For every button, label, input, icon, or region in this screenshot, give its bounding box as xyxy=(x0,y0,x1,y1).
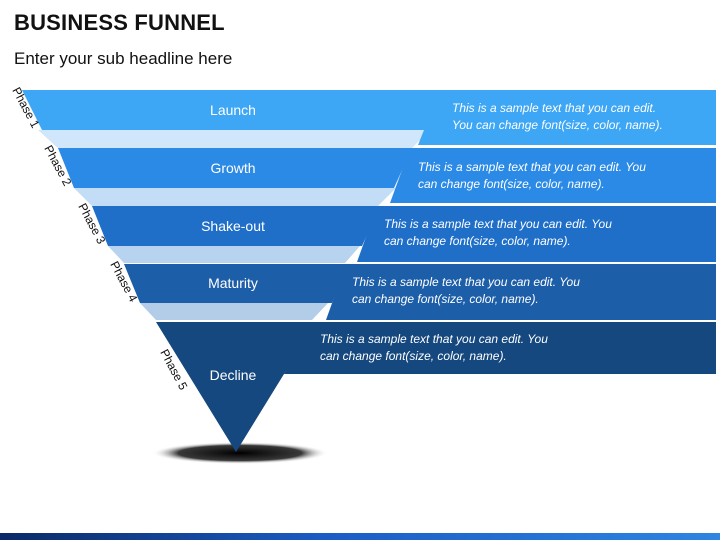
desc-panel xyxy=(390,148,716,203)
stage-label-launch: Launch xyxy=(210,102,256,118)
desc-panel xyxy=(357,206,716,262)
connector-3 xyxy=(108,246,360,263)
desc-bar-2: This is a sample text that you can edit.… xyxy=(390,148,716,203)
desc-panel xyxy=(284,322,716,374)
desc-bar-1: This is a sample text that you can edit.… xyxy=(418,90,716,145)
funnel-layer-growth xyxy=(58,148,412,188)
desc-bar-4: This is a sample text that you can edit.… xyxy=(326,264,716,320)
slide-title: BUSINESS FUNNEL xyxy=(14,10,225,35)
stage-label-decline: Decline xyxy=(210,367,257,383)
funnel-shadow xyxy=(152,442,328,464)
stage-label-maturity: Maturity xyxy=(208,275,258,291)
desc-line-2: can change font(size, color, name). xyxy=(352,292,539,306)
funnel-layer-decline xyxy=(156,322,316,452)
slide-subtitle: Enter your sub headline here xyxy=(14,49,233,68)
funnel-layer-shake-out xyxy=(92,206,380,246)
desc-line-1: This is a sample text that you can edit. xyxy=(452,101,656,115)
desc-line-2: can change font(size, color, name). xyxy=(384,234,571,248)
desc-panel xyxy=(418,90,716,145)
desc-line-2: can change font(size, color, name). xyxy=(320,349,507,363)
desc-line-1: This is a sample text that you can edit.… xyxy=(418,160,646,174)
funnel-layer-launch xyxy=(22,90,444,130)
desc-line-1: This is a sample text that you can edit.… xyxy=(384,217,612,231)
funnel-layer-maturity xyxy=(124,264,348,303)
desc-panel xyxy=(326,264,716,320)
connector-4 xyxy=(140,303,328,320)
stage-label-growth: Growth xyxy=(210,160,255,176)
desc-line-2: can change font(size, color, name). xyxy=(418,177,605,191)
desc-bar-3: This is a sample text that you can edit.… xyxy=(357,206,716,262)
connector-1 xyxy=(38,130,430,150)
connector-2 xyxy=(74,188,396,206)
bottom-accent-bar xyxy=(0,533,720,540)
stage-label-shake-out: Shake-out xyxy=(201,218,265,234)
desc-line-2: You can change font(size, color, name). xyxy=(452,118,663,132)
desc-line-1: This is a sample text that you can edit.… xyxy=(352,275,580,289)
desc-line-1: This is a sample text that you can edit.… xyxy=(320,332,548,346)
desc-bar-5: This is a sample text that you can edit.… xyxy=(284,322,716,374)
